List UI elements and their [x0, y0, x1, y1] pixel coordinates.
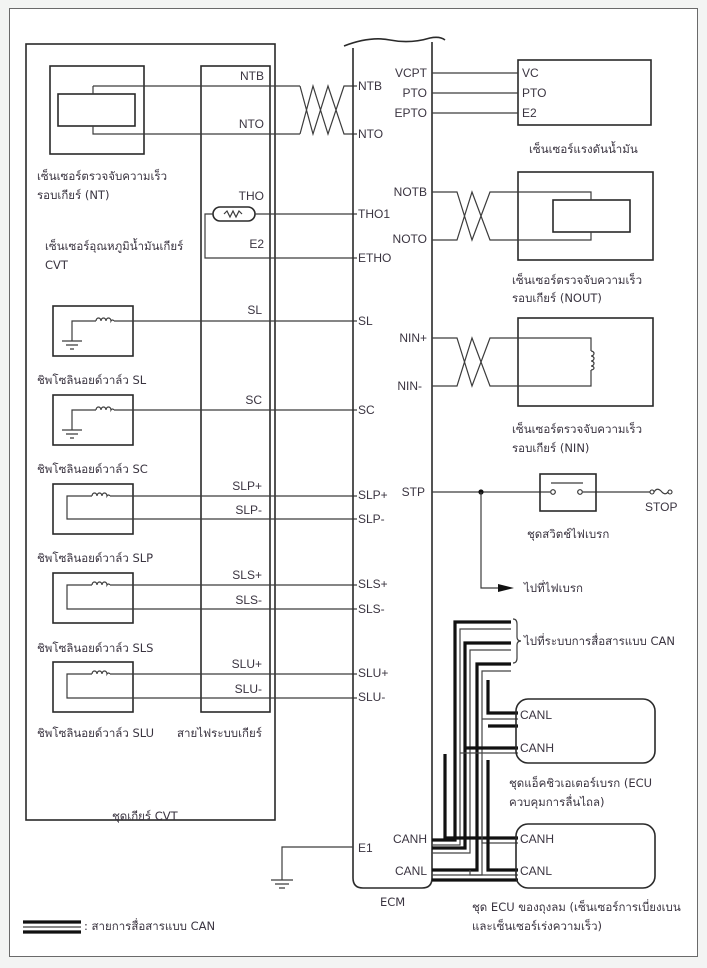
harness-pin-sl: SL: [247, 303, 262, 317]
oil-temp-sensor: เซ็นเซอร์อุณหภูมิน้ำมันเกียร์ CVT: [45, 206, 357, 272]
ecm-pin-nin-minus: NIN-: [397, 379, 422, 393]
harness-pin-sc: SC: [245, 393, 262, 407]
svg-text:ชิพโซลินอยด์วาล์ว SLU: ชิพโซลินอยด์วาล์ว SLU: [37, 726, 154, 740]
legend-can-line-label: : สายการสื่อสารแบบ CAN: [84, 918, 215, 933]
ecm-pin-tho1: THO1: [358, 207, 390, 221]
svg-text:ชุดแอ็คชิวเอเตอร์เบรก (ECU: ชุดแอ็คชิวเอเตอร์เบรก (ECU: [509, 775, 652, 790]
svg-text:เซ็นเซอร์ตรวจจับความเร็ว: เซ็นเซอร์ตรวจจับความเร็ว: [512, 272, 642, 287]
ecm-pin-sls-plus: SLS+: [358, 577, 388, 591]
ecm-pin-sl: SL: [358, 314, 373, 328]
svg-text:CVT: CVT: [45, 258, 69, 272]
harness-pin-sls-plus: SLS+: [232, 568, 262, 582]
ecm-pin-epto: EPTO: [395, 106, 427, 120]
ecm-pin-notb: NOTB: [394, 185, 427, 199]
svg-text:และเซ็นเซอร์เร่งความเร็ว): และเซ็นเซอร์เร่งความเร็ว): [472, 918, 602, 933]
ground-icon: [271, 846, 353, 889]
svg-text:ชิพโซลินอยด์วาล์ว SL: ชิพโซลินอยด์วาล์ว SL: [37, 373, 147, 387]
pressure-pin-e2: E2: [522, 106, 537, 120]
ecm-pin-nin-plus: NIN+: [399, 331, 427, 345]
svg-text:รอบเกียร์ (NT): รอบเกียร์ (NT): [37, 188, 109, 202]
svg-text:รอบเกียร์ (NOUT): รอบเกียร์ (NOUT): [512, 291, 602, 305]
can-brace-icon: [512, 618, 522, 664]
ecm-pin-slp-plus: SLP+: [358, 488, 388, 502]
solenoid-sl: ชิพโซลินอยด์วาล์ว SL: [37, 305, 357, 387]
svg-text:ชิพโซลินอยด์วาล์ว SLP: ชิพโซลินอยด์วาล์ว SLP: [37, 551, 153, 565]
arrow-to-brake-light: [480, 492, 514, 592]
ecm-pin-e1: E1: [358, 841, 373, 855]
svg-text:เซ็นเซอร์ตรวจจับความเร็ว: เซ็นเซอร์ตรวจจับความเร็ว: [512, 421, 642, 436]
ecm-pin-ntb: NTB: [358, 79, 382, 93]
harness-pin-slp-plus: SLP+: [232, 479, 262, 493]
svg-text:ชุดสวิตช์ไฟเบรก: ชุดสวิตช์ไฟเบรก: [527, 527, 609, 541]
brake-actuator-pin-canh: CANH: [520, 741, 554, 755]
harness-pin-slu-plus: SLU+: [232, 657, 262, 671]
svg-text:รอบเกียร์ (NIN): รอบเกียร์ (NIN): [512, 441, 589, 455]
ecm-pin-noto: NOTO: [393, 232, 427, 246]
brake-switch: ชุดสวิตช์ไฟเบรก: [432, 473, 650, 541]
ecm-pin-stp: STP: [402, 485, 425, 499]
harness-pin-slu-minus: SLU-: [235, 682, 262, 696]
oil-pressure-sensor: เซ็นเซอร์แรงดันน้ำมัน: [432, 59, 652, 156]
nt-sensor: เซ็นเซอร์ตรวจจับความเร็ว รอบเกียร์ (NT): [37, 65, 300, 202]
airbag-pin-canh: CANH: [520, 832, 554, 846]
legend-can-line-icon: [23, 920, 81, 934]
to-can-label: ไปที่ระบบการสื่อสารแบบ CAN: [523, 633, 675, 648]
svg-text:เซ็นเซอร์แรงดันน้ำมัน: เซ็นเซอร์แรงดันน้ำมัน: [529, 141, 638, 156]
nin-sensor: เซ็นเซอร์ตรวจจับความเร็ว รอบเกียร์ (NIN): [432, 317, 654, 455]
ecm-pin-pto: PTO: [403, 86, 427, 100]
solenoid-sc: ชิพโซลินอยด์วาล์ว SC: [37, 394, 357, 476]
twisted-pair-nt: [299, 83, 357, 137]
solenoid-slp: ชิพโซลินอยด์วาล์ว SLP: [37, 483, 357, 565]
pressure-pin-pto: PTO: [522, 86, 546, 100]
ecm-box: [343, 36, 446, 889]
solenoid-slu: ชิพโซลินอยด์วาล์ว SLU: [37, 661, 357, 740]
harness-pin-ntb: NTB: [240, 69, 264, 83]
ecm-pin-sls-minus: SLS-: [358, 602, 385, 616]
brake-actuator-pin-canl: CANL: [520, 708, 552, 722]
svg-text:ควบคุมการลื่นไถล): ควบคุมการลื่นไถล): [509, 794, 605, 809]
can-bus-wiring: [432, 620, 518, 882]
harness-pin-slp-minus: SLP-: [235, 503, 262, 517]
svg-text:เซ็นเซอร์ตรวจจับความเร็ว: เซ็นเซอร์ตรวจจับความเร็ว: [37, 168, 167, 183]
svg-text:เซ็นเซอร์อุณหภูมิน้ำมันเกียร์: เซ็นเซอร์อุณหภูมิน้ำมันเกียร์: [45, 238, 183, 253]
airbag-ecu: ชุด ECU ของถุงลม (เซ็นเซอร์การเบี่ยงเบน …: [472, 823, 681, 933]
ecm-pin-slp-minus: SLP-: [358, 512, 385, 526]
ecm-pin-slu-plus: SLU+: [358, 666, 388, 680]
harness-pin-sls-minus: SLS-: [235, 593, 262, 607]
ecm-pin-vcpt: VCPT: [395, 66, 428, 80]
cvt-assembly-box: [25, 43, 276, 821]
ecm-pin-slu-minus: SLU-: [358, 690, 385, 704]
nout-sensor: เซ็นเซอร์ตรวจจับความเร็ว รอบเกียร์ (NOUT…: [432, 171, 654, 305]
ecm-title: ECM: [380, 895, 405, 909]
brake-actuator-ecu: ชุดแอ็คชิวเอเตอร์เบรก (ECU ควบคุมการลื่น…: [509, 698, 656, 809]
pressure-pin-vc: VC: [522, 66, 539, 80]
fuse-icon: [649, 488, 673, 495]
svg-text:ชิพโซลินอยด์วาล์ว SC: ชิพโซลินอยด์วาล์ว SC: [37, 462, 148, 476]
cvt-assembly-title: ชุดเกียร์ CVT: [112, 809, 179, 823]
svg-text:ชุด ECU ของถุงลม (เซ็นเซอร์การ: ชุด ECU ของถุงลม (เซ็นเซอร์การเบี่ยงเบน: [472, 899, 681, 914]
ecm-pin-etho: ETHO: [358, 251, 391, 265]
ecm-pin-canh: CANH: [393, 832, 427, 846]
harness-pin-nto: NTO: [239, 117, 264, 131]
fuse-stop-label: STOP: [645, 500, 677, 514]
airbag-pin-canl: CANL: [520, 864, 552, 878]
harness-box: [200, 65, 271, 713]
ecm-pin-nto: NTO: [358, 127, 383, 141]
svg-text:ชิพโซลินอยด์วาล์ว SLS: ชิพโซลินอยด์วาล์ว SLS: [37, 641, 153, 655]
harness-pin-e2: E2: [249, 237, 264, 251]
ecm-pin-sc: SC: [358, 403, 375, 417]
to-brake-light-label: ไปที่ไฟเบรก: [523, 580, 583, 595]
harness-title: สายไฟระบบเกียร์: [177, 726, 262, 740]
ecm-pin-canl: CANL: [395, 864, 427, 878]
harness-pin-tho: THO: [239, 189, 264, 203]
solenoid-sls: ชิพโซลินอยด์วาล์ว SLS: [37, 572, 357, 655]
